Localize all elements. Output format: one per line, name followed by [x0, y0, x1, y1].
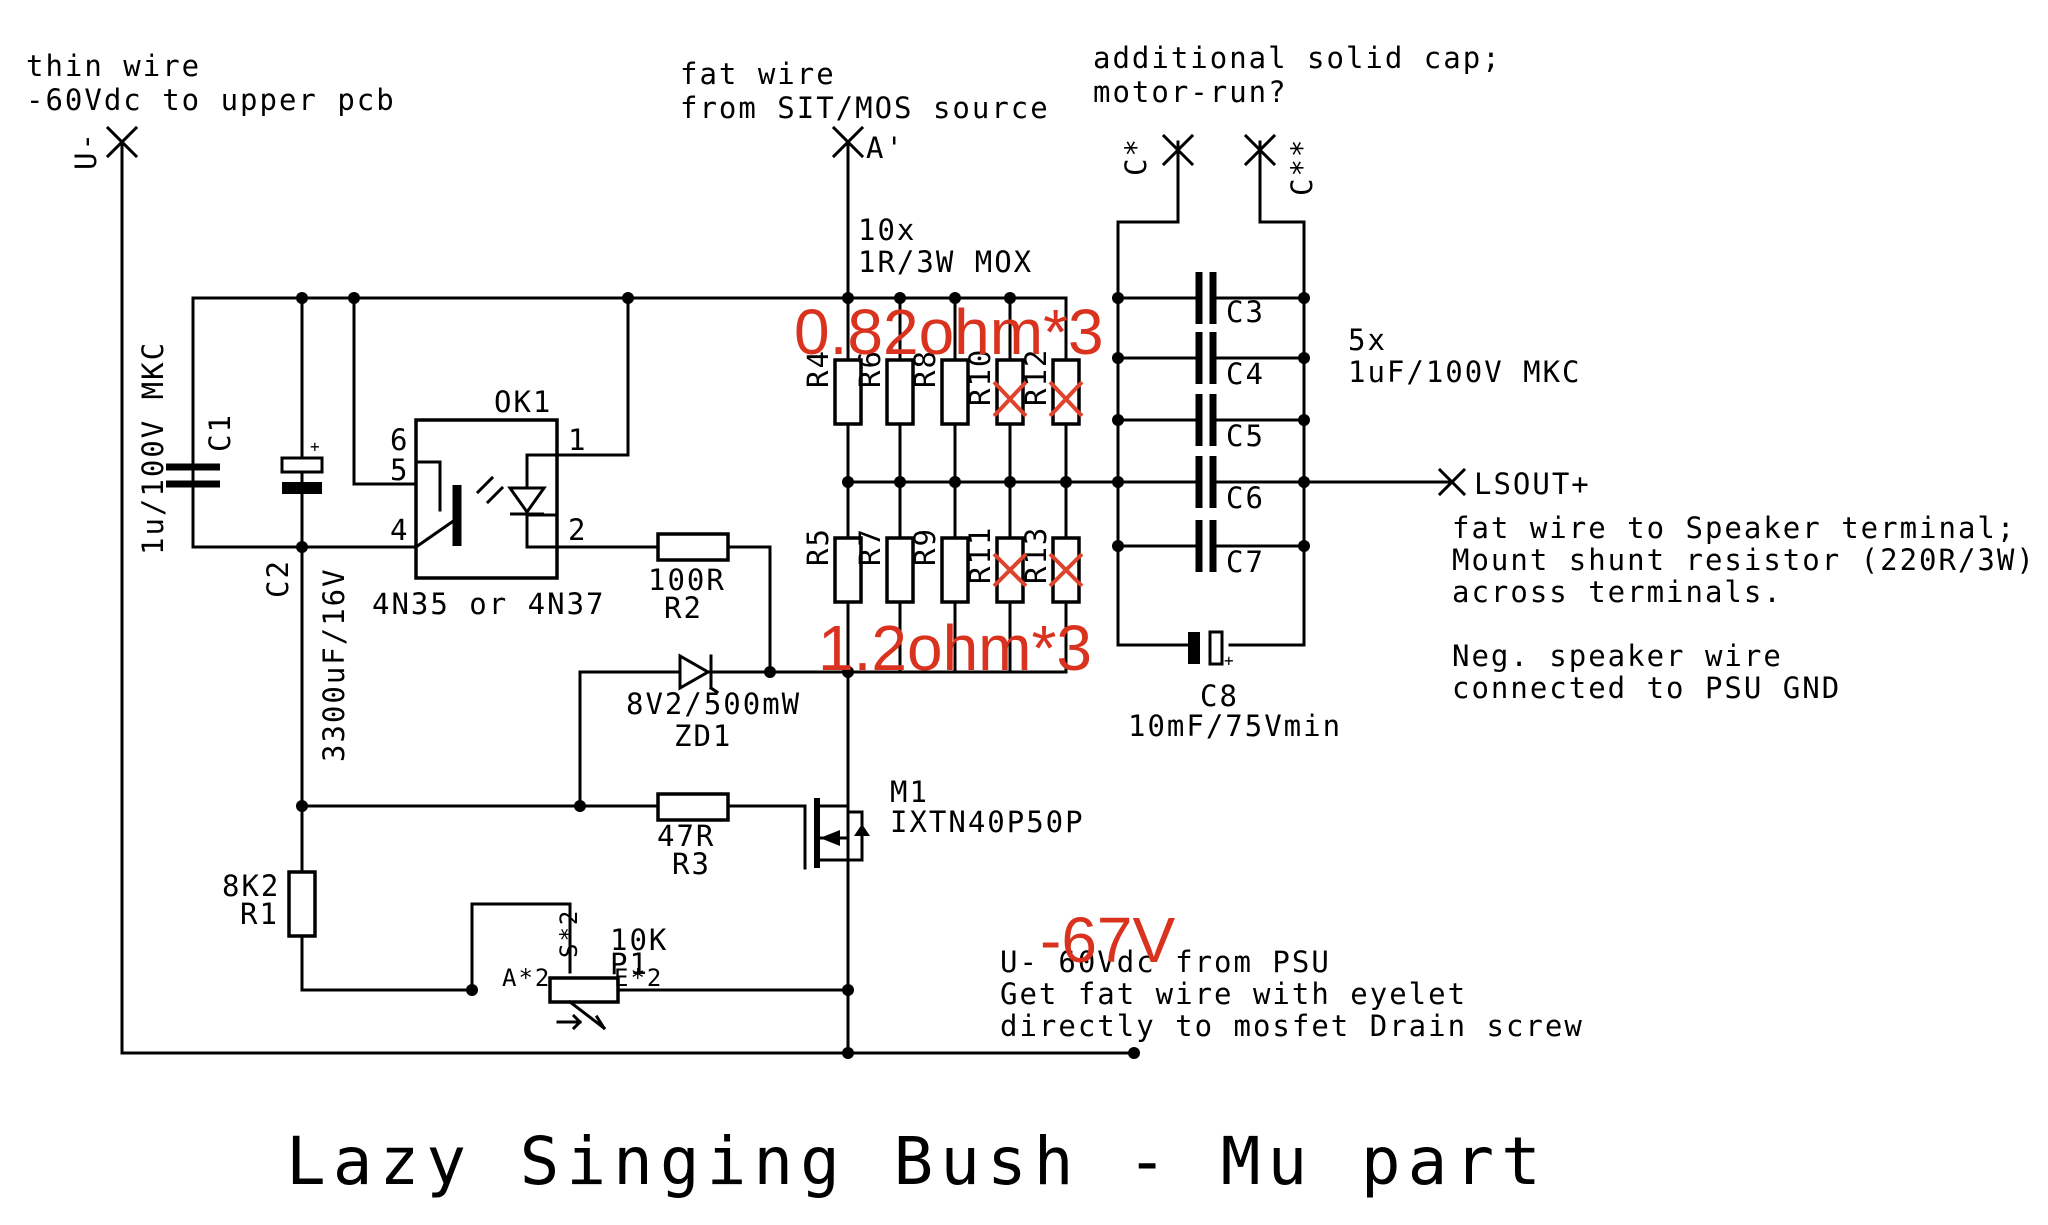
c2-name: C2 — [261, 559, 295, 598]
r3-value: 47R — [657, 819, 715, 853]
p1-name: P1 — [610, 947, 649, 981]
note-cap-bank-2: 1uF/100V MKC — [1348, 355, 1582, 389]
optocoupler-ok1 — [413, 418, 559, 580]
resistor-r9 — [940, 536, 970, 604]
r2-value: 100R — [648, 563, 726, 597]
label-c6: C6 — [1226, 481, 1265, 515]
label-r12: R12 — [1019, 348, 1053, 406]
label-r4: R4 — [801, 349, 835, 388]
note-cap-2: motor-run? — [1093, 75, 1288, 109]
r3-name: R3 — [672, 847, 711, 881]
label-r9: R9 — [908, 527, 942, 566]
c1-value: 1u/100V MKC — [136, 341, 170, 555]
capacitor-bank — [1195, 272, 1217, 572]
resistor-r3 — [656, 792, 730, 822]
note-thin-wire-1: thin wire — [26, 49, 201, 83]
note-cap-1: additional solid cap; — [1093, 41, 1502, 75]
label-r6: R6 — [853, 349, 887, 388]
note-speaker-1: fat wire to Speaker terminal; — [1452, 511, 2016, 545]
note-psu-1: U- 60Vdc from PSU — [1000, 945, 1331, 979]
label-r5: R5 — [801, 527, 835, 566]
ok1-pin-6: 6 — [390, 423, 409, 457]
p1-value: 10K — [610, 923, 668, 957]
note-speaker-2: Mount shunt resistor (220R/3W) — [1452, 543, 2036, 577]
note-res-bank-2: 1R/3W MOX — [858, 245, 1033, 279]
annotation-top-bank: 0.82ohm*3 — [794, 296, 1104, 368]
c8-value: 10mF/75Vmin — [1128, 709, 1342, 743]
note-res-bank-1: 10x — [858, 213, 916, 247]
terminal-c-star: C* — [1119, 137, 1153, 176]
annotation-bottom-bank: 1.2ohm*3 — [818, 612, 1092, 684]
label-c7: C7 — [1226, 545, 1265, 579]
label-c4: C4 — [1226, 357, 1265, 391]
terminal-a-prime: A' — [866, 131, 905, 165]
resistor-r6 — [885, 358, 915, 426]
removed-resistor-marks — [992, 380, 1084, 588]
note-fat-wire-1: fat wire — [680, 57, 836, 91]
label-r11: R11 — [963, 526, 997, 584]
terminal-c-star2: C** — [1285, 138, 1319, 196]
svg-text:+: + — [310, 437, 320, 456]
ok1-pin-5: 5 — [390, 453, 409, 487]
terminal-marks — [105, 125, 1467, 497]
note-psu-2: Get fat wire with eyelet — [1000, 977, 1467, 1011]
note-speaker-3: across terminals. — [1452, 575, 1783, 609]
m1-name: M1 — [890, 775, 929, 809]
ok1-pin-4: 4 — [390, 513, 409, 547]
note-fat-wire-2: from SIT/MOS source — [680, 91, 1050, 125]
resistor-r4 — [833, 358, 863, 426]
capacitor-c1 — [160, 296, 226, 549]
terminal-u-minus: U- — [69, 131, 103, 170]
note-cap-bank-1: 5x — [1348, 323, 1387, 357]
note-thin-wire-2: -60Vdc to upper pcb — [26, 83, 396, 117]
resistor-r5 — [833, 536, 863, 604]
p1-pin-e: E*2 — [614, 964, 663, 992]
note-psu-3: directly to mosfet Drain screw — [1000, 1009, 1584, 1043]
ok1-name: OK1 — [494, 385, 552, 419]
c2-value: 3300uF/16V — [317, 567, 351, 762]
terminal-lsout: LSOUT+ — [1474, 467, 1591, 501]
r1-value: 8K2 — [222, 869, 280, 903]
c1-name: C1 — [203, 413, 237, 452]
label-r10: R10 — [963, 348, 997, 406]
label-r8: R8 — [908, 349, 942, 388]
capacitor-c8: + — [1188, 630, 1234, 670]
p1-pin-a: A*2 — [502, 964, 551, 992]
r2-name: R2 — [664, 591, 703, 625]
resistor-r2 — [656, 532, 730, 562]
trimmer-p1 — [548, 976, 620, 1031]
resistor-r8 — [940, 358, 970, 426]
svg-text:+: + — [1224, 651, 1234, 670]
label-c3: C3 — [1226, 295, 1265, 329]
mosfet-m1 — [803, 798, 870, 870]
p1-pin-s: S*2 — [555, 909, 583, 958]
note-neg-1: Neg. speaker wire — [1452, 639, 1783, 673]
m1-value: IXTN40P50P — [890, 805, 1085, 839]
resistor-r1 — [287, 870, 317, 938]
ok1-pin-2: 2 — [568, 513, 587, 547]
ok1-value: 4N35 or 4N37 — [372, 587, 606, 621]
r1-name: R1 — [240, 897, 279, 931]
ok1-pin-1: 1 — [568, 423, 587, 457]
label-r7: R7 — [853, 527, 887, 566]
junctions — [296, 292, 1310, 1059]
capacitor-c2: + — [280, 437, 324, 494]
resistor-r7 — [885, 536, 915, 604]
zener-zd1 — [678, 653, 720, 695]
zd1-name: ZD1 — [674, 719, 732, 753]
annotation-voltage: -67V — [1040, 904, 1176, 976]
label-c5: C5 — [1226, 419, 1265, 453]
schematic-title: Lazy Singing Bush - Mu part — [286, 1123, 1548, 1200]
note-neg-2: connected to PSU GND — [1452, 671, 1841, 705]
zd1-value: 8V2/500mW — [626, 687, 801, 721]
c8-name: C8 — [1200, 679, 1239, 713]
